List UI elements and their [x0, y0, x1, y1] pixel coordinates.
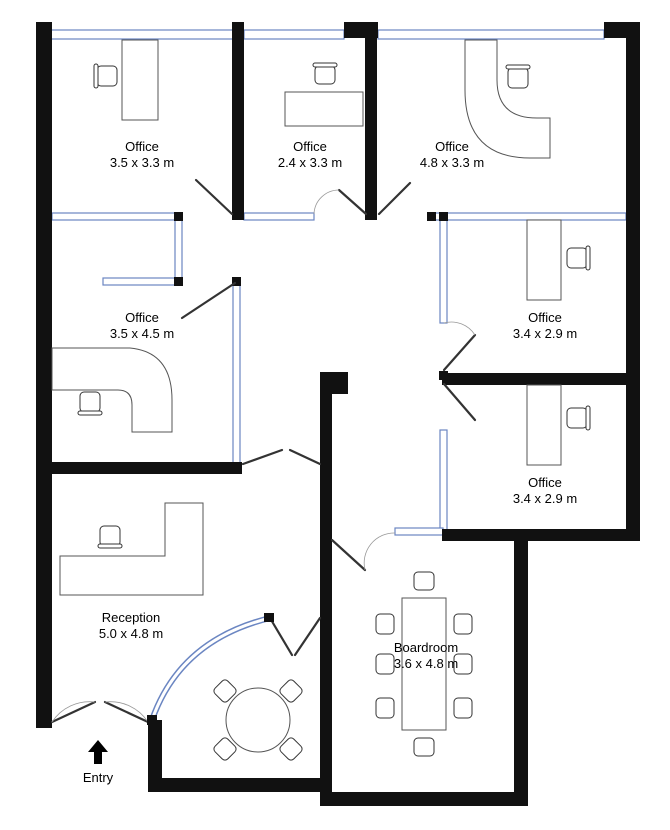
room-labels: Office 3.5 x 3.3 m Office 2.4 x 3.3 m Of…: [99, 139, 577, 671]
chair-icon: [93, 63, 118, 89]
room-name: Office: [528, 310, 562, 325]
room-name: Office: [293, 139, 327, 154]
desk: [284, 91, 364, 127]
chair-icon: [375, 653, 395, 675]
chair-icon: [213, 679, 237, 703]
room-name: Reception: [102, 610, 161, 625]
chair-icon: [453, 697, 473, 719]
chair-icon: [453, 613, 473, 635]
chair-icon: [413, 571, 435, 591]
chair-icon: [279, 737, 303, 761]
doors: [50, 178, 477, 724]
desk: [526, 384, 562, 466]
room-name: Office: [125, 139, 159, 154]
chair-icon: [97, 525, 123, 549]
reception-desk: [59, 502, 204, 596]
chair-icon: [375, 613, 395, 635]
chair-icon: [279, 679, 303, 703]
room-name: Office: [125, 310, 159, 325]
room-size: 3.5 x 4.5 m: [110, 326, 174, 341]
chair-icon: [566, 245, 591, 271]
desk: [121, 39, 159, 121]
desk: [51, 347, 173, 433]
desk: [464, 39, 551, 159]
round-table: [225, 687, 291, 753]
room-size: 5.0 x 4.8 m: [99, 626, 163, 641]
room-name: Office: [528, 475, 562, 490]
desk: [526, 219, 562, 301]
walls: [36, 22, 640, 806]
furniture: [51, 39, 591, 761]
room-size: 3.4 x 2.9 m: [513, 326, 577, 341]
chair-icon: [505, 64, 531, 89]
room-name: Boardroom: [394, 640, 458, 655]
up-arrow-icon: [88, 740, 108, 764]
room-size: 3.4 x 2.9 m: [513, 491, 577, 506]
chair-icon: [312, 62, 338, 85]
chair-icon: [413, 737, 435, 757]
entry-label: Entry: [83, 770, 114, 785]
entry-marker: Entry: [83, 740, 114, 785]
room-size: 2.4 x 3.3 m: [278, 155, 342, 170]
chair-icon: [77, 391, 103, 416]
room-size: 3.5 x 3.3 m: [110, 155, 174, 170]
curved-glass-wall: [147, 613, 274, 725]
chair-icon: [453, 653, 473, 675]
room-size: 4.8 x 3.3 m: [420, 155, 484, 170]
chair-icon: [566, 405, 591, 431]
chair-icon: [375, 697, 395, 719]
room-name: Office: [435, 139, 469, 154]
chair-icon: [213, 737, 237, 761]
boardroom-table: [401, 597, 447, 731]
room-size: 3.6 x 4.8 m: [394, 656, 458, 671]
